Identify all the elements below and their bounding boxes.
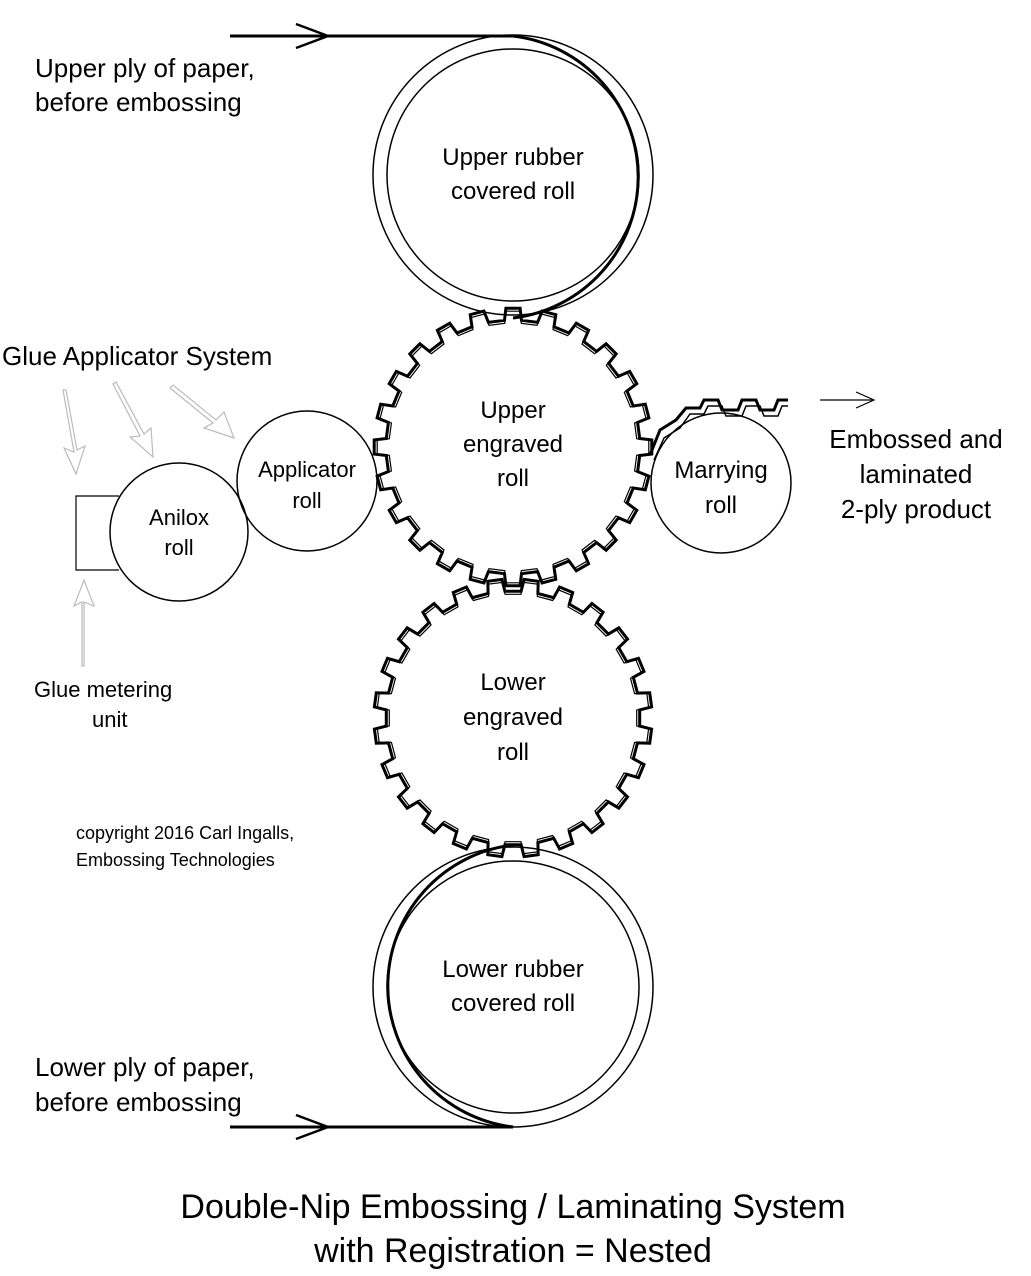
anilox-roll: Anilox roll: [109, 462, 249, 602]
upper-ply-web: [230, 34, 640, 320]
upper-engraved-label-1: Upper: [480, 397, 545, 424]
glue-arrow-2-icon: [112, 381, 154, 459]
product-arrow-icon: [820, 391, 876, 409]
marrying-roll: Marrying roll: [650, 412, 792, 554]
upper-ply-arrow-icon: [295, 22, 332, 50]
upper-engraved-roll: Upper engraved roll: [372, 306, 654, 588]
diagram-title-line-1: Double-Nip Embossing / Laminating System: [180, 1188, 845, 1226]
upper-rubber-roll: Upper rubber covered roll: [372, 34, 654, 316]
anilox-label-1: Anilox: [149, 505, 209, 530]
glue-system-label: Glue Applicator System: [2, 341, 272, 371]
glue-metering-label-2: unit: [92, 707, 127, 732]
lower-engraved-label-2: engraved: [463, 704, 563, 731]
glue-arrow-3-icon: [169, 384, 236, 439]
copyright-label-2: Embossing Technologies: [76, 850, 275, 870]
lower-ply-label-1: Lower ply of paper,: [35, 1052, 255, 1082]
lower-engraved-roll: Lower engraved roll: [372, 577, 654, 859]
lower-rubber-label-1: Lower rubber: [442, 956, 583, 983]
upper-ply-label-1: Upper ply of paper,: [35, 53, 255, 83]
lower-ply-web: [230, 843, 514, 1129]
anilox-label-2: roll: [164, 535, 193, 560]
lower-rubber-roll: Lower rubber covered roll: [372, 846, 654, 1128]
applicator-roll: Applicator roll: [236, 410, 378, 552]
product-label-3: 2-ply product: [841, 494, 992, 524]
glue-metering-label-1: Glue metering: [34, 677, 172, 702]
marrying-label-2: roll: [705, 492, 737, 519]
glue-metering-box: [75, 495, 119, 571]
lower-ply-arrow-icon: [295, 1113, 332, 1141]
upper-ply-label-2: before embossing: [35, 87, 242, 117]
lower-rubber-label-2: covered roll: [451, 990, 575, 1017]
upper-engraved-label-3: roll: [497, 465, 529, 492]
copyright-label-1: copyright 2016 Carl Ingalls,: [76, 823, 294, 843]
lower-engraved-label-1: Lower: [480, 669, 545, 696]
lower-engraved-label-3: roll: [497, 739, 529, 766]
product-label-1: Embossed and: [829, 424, 1002, 454]
upper-rubber-label-2: covered roll: [451, 178, 575, 205]
lower-ply-label-2: before embossing: [35, 1087, 242, 1117]
upper-rubber-label-1: Upper rubber: [442, 144, 583, 171]
applicator-label-2: roll: [292, 488, 321, 513]
diagram-title-line-2: with Registration = Nested: [313, 1232, 712, 1270]
glue-applicator-arrows: [62, 381, 236, 476]
glue-metering-arrow-icon: [72, 578, 96, 667]
applicator-label-1: Applicator: [258, 457, 356, 482]
product-label-2: laminated: [860, 459, 973, 489]
product-web-inner: [653, 405, 788, 461]
upper-engraved-label-2: engraved: [463, 431, 563, 458]
marrying-label-1: Marrying: [674, 457, 767, 484]
glue-arrow-1-icon: [62, 389, 87, 476]
product-web: [648, 398, 788, 456]
